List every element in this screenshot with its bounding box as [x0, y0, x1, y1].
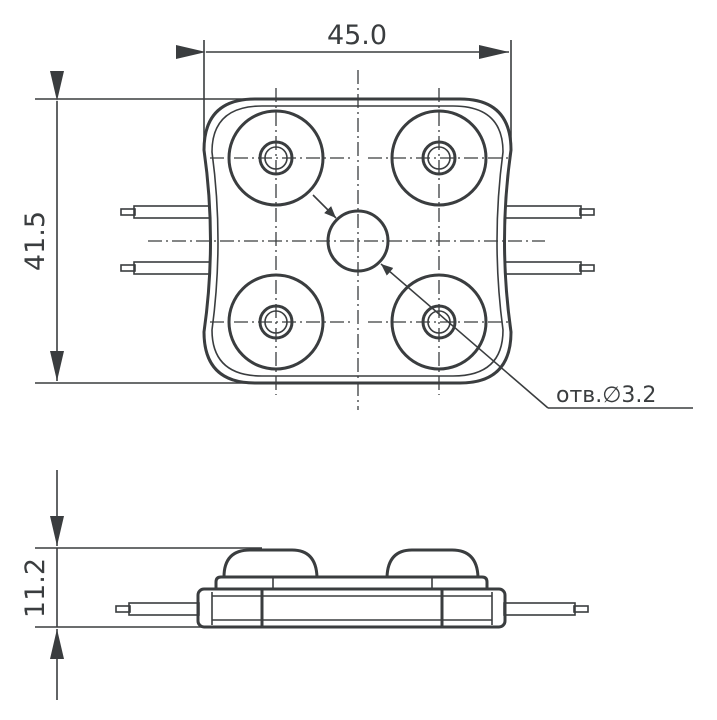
hole-callout: отв.∅3.2 — [312, 194, 693, 409]
top-view — [120, 70, 595, 410]
led-bottom-left — [227, 273, 325, 371]
led-bottom-right — [390, 273, 488, 371]
width-label: 45.0 — [327, 20, 387, 51]
height-label: 41.5 — [20, 211, 51, 271]
mounting-hole — [326, 209, 390, 273]
wires-right — [499, 205, 595, 275]
height-dimension: 41.5 — [20, 71, 266, 384]
led-top-right — [390, 109, 488, 207]
thickness-dimension: 11.2 — [20, 470, 262, 700]
wires-left — [120, 205, 215, 275]
width-dimension: 45.0 — [176, 20, 512, 150]
led-top-left — [227, 109, 325, 207]
thickness-label: 11.2 — [20, 558, 51, 618]
side-view — [115, 548, 589, 629]
hole-label: отв.∅3.2 — [556, 383, 656, 408]
